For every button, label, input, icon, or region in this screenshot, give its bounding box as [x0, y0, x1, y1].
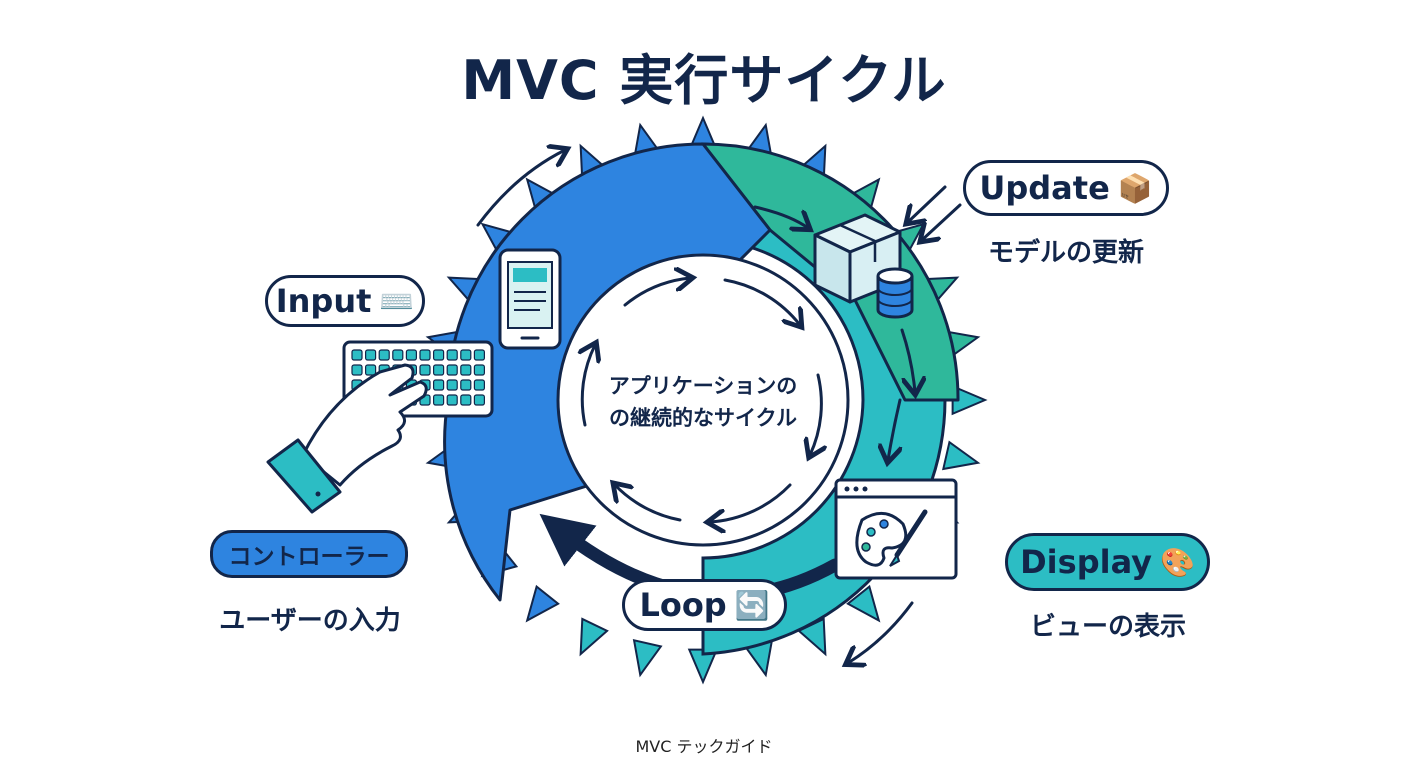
package-icon: 📦	[1117, 171, 1153, 205]
controller-caption: ユーザーの入力	[219, 606, 401, 636]
keyboard-key	[433, 379, 445, 391]
keyboard-icon: ⌨️	[379, 284, 415, 318]
display-label-text: Display	[1020, 543, 1153, 581]
keyboard-key	[446, 379, 458, 391]
page-title: MVC 実行サイクル	[461, 49, 947, 112]
controller-badge-text: コントローラー	[228, 544, 390, 570]
update-label: Update 📦	[963, 160, 1169, 216]
keyboard-key	[392, 349, 404, 361]
palette-icon: 🎨	[1160, 545, 1195, 579]
keyboard-key	[378, 349, 390, 361]
gear-tooth	[941, 440, 981, 471]
input-label-text: Input	[275, 282, 372, 320]
gear-tooth	[846, 584, 881, 623]
keyboard-key	[473, 364, 485, 376]
keyboard-key	[433, 364, 445, 376]
center-caption: アプリケーションの の継続的なサイクル	[578, 370, 828, 434]
loop-label-text: Loop	[639, 586, 727, 624]
keyboard-key	[446, 364, 458, 376]
keyboard-key	[419, 349, 431, 361]
outer-flow-arrows	[476, 150, 962, 663]
controller-badge: コントローラー	[210, 530, 408, 578]
keyboard-key	[460, 364, 472, 376]
center-circle	[556, 253, 850, 547]
loop-label: Loop 🔄	[622, 579, 787, 631]
keyboard-key	[365, 349, 377, 361]
keyboard-key	[405, 349, 417, 361]
inner-cycle-arrows	[582, 278, 821, 522]
database-icon	[876, 267, 914, 319]
keyboard-key	[351, 349, 363, 361]
footer-credit: MVC テックガイド	[635, 737, 773, 756]
browser-window-icon	[834, 478, 958, 580]
update-label-text: Update	[979, 169, 1110, 207]
keyboard-key	[460, 349, 472, 361]
repeat-icon: 🔄	[734, 588, 770, 622]
keyboard-key	[446, 349, 458, 361]
gear-tooth	[579, 617, 609, 657]
hand-icon	[266, 363, 428, 514]
input-label: Input ⌨️	[265, 275, 425, 327]
keyboard-key	[473, 394, 485, 406]
gear-tooth	[632, 638, 663, 678]
display-label: Display 🎨	[1005, 533, 1210, 591]
keyboard-key	[460, 394, 472, 406]
keyboard-key	[460, 379, 472, 391]
keyboard-key	[365, 364, 377, 376]
gear-tooth	[525, 584, 560, 623]
keyboard-key	[433, 349, 445, 361]
center-caption-line2: の継続的なサイクル	[609, 406, 797, 430]
keyboard-key	[419, 364, 431, 376]
update-caption: モデルの更新	[987, 238, 1144, 268]
center-caption-line1: アプリケーションの	[608, 374, 798, 398]
keyboard-key	[473, 349, 485, 361]
display-caption: ビューの表示	[1029, 612, 1186, 642]
phone-icon	[498, 248, 562, 350]
keyboard-key	[473, 379, 485, 391]
keyboard-key	[351, 364, 363, 376]
keyboard-key	[433, 394, 445, 406]
keyboard-key	[446, 394, 458, 406]
